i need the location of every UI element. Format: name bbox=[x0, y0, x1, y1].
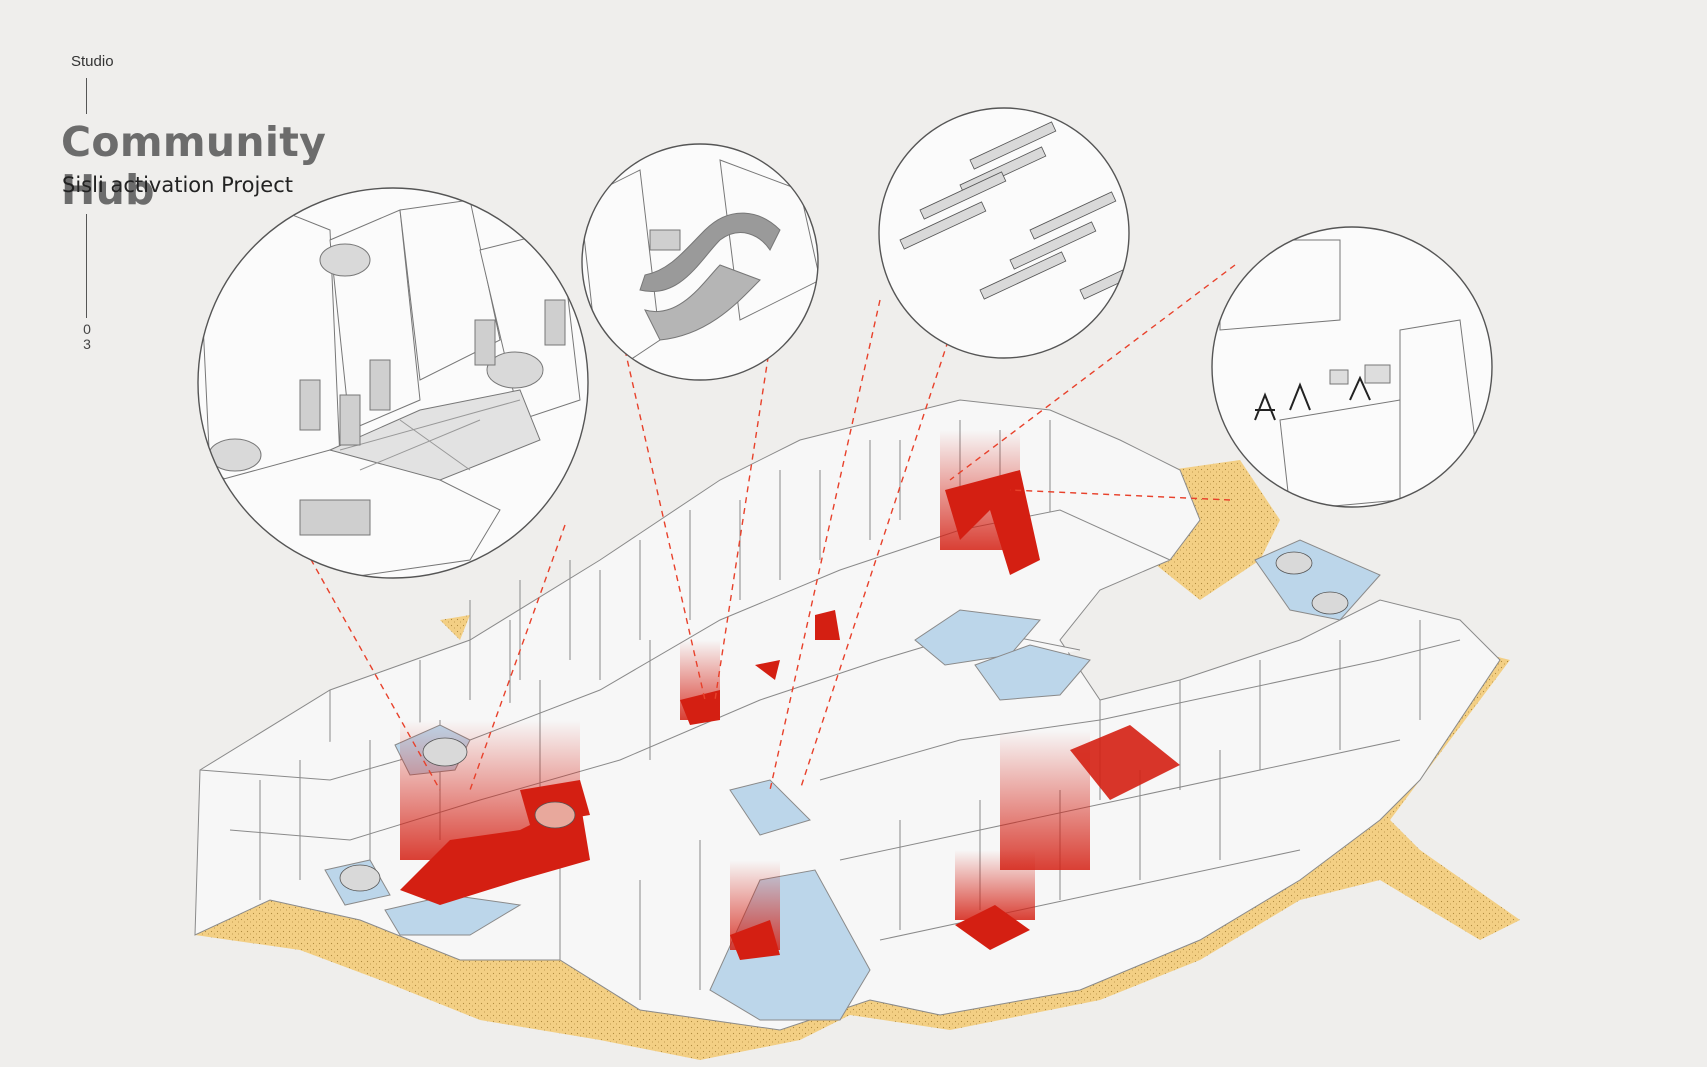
callout-market-stalls bbox=[878, 107, 1130, 359]
divider-line-bottom bbox=[86, 214, 87, 318]
page-number-digit: 0 bbox=[83, 321, 91, 337]
studio-label: Studio bbox=[71, 53, 114, 70]
page-number-digit: 3 bbox=[83, 336, 91, 352]
page-title: Community Hub bbox=[61, 118, 327, 214]
page-number: 0 3 bbox=[81, 322, 93, 352]
callout-sculptural-path bbox=[581, 143, 819, 381]
divider-line-top bbox=[86, 78, 87, 114]
callout-leader-lines bbox=[299, 264, 1236, 791]
callout-playground bbox=[1211, 226, 1493, 508]
title-block: Studio Community Hub Sisli activation Pr… bbox=[0, 0, 400, 400]
callout-plaza-domes bbox=[197, 187, 589, 579]
intervention-zones bbox=[400, 430, 1180, 960]
page-subtitle: Sisli activation Project bbox=[62, 173, 293, 197]
dome-structures bbox=[339, 551, 1349, 892]
